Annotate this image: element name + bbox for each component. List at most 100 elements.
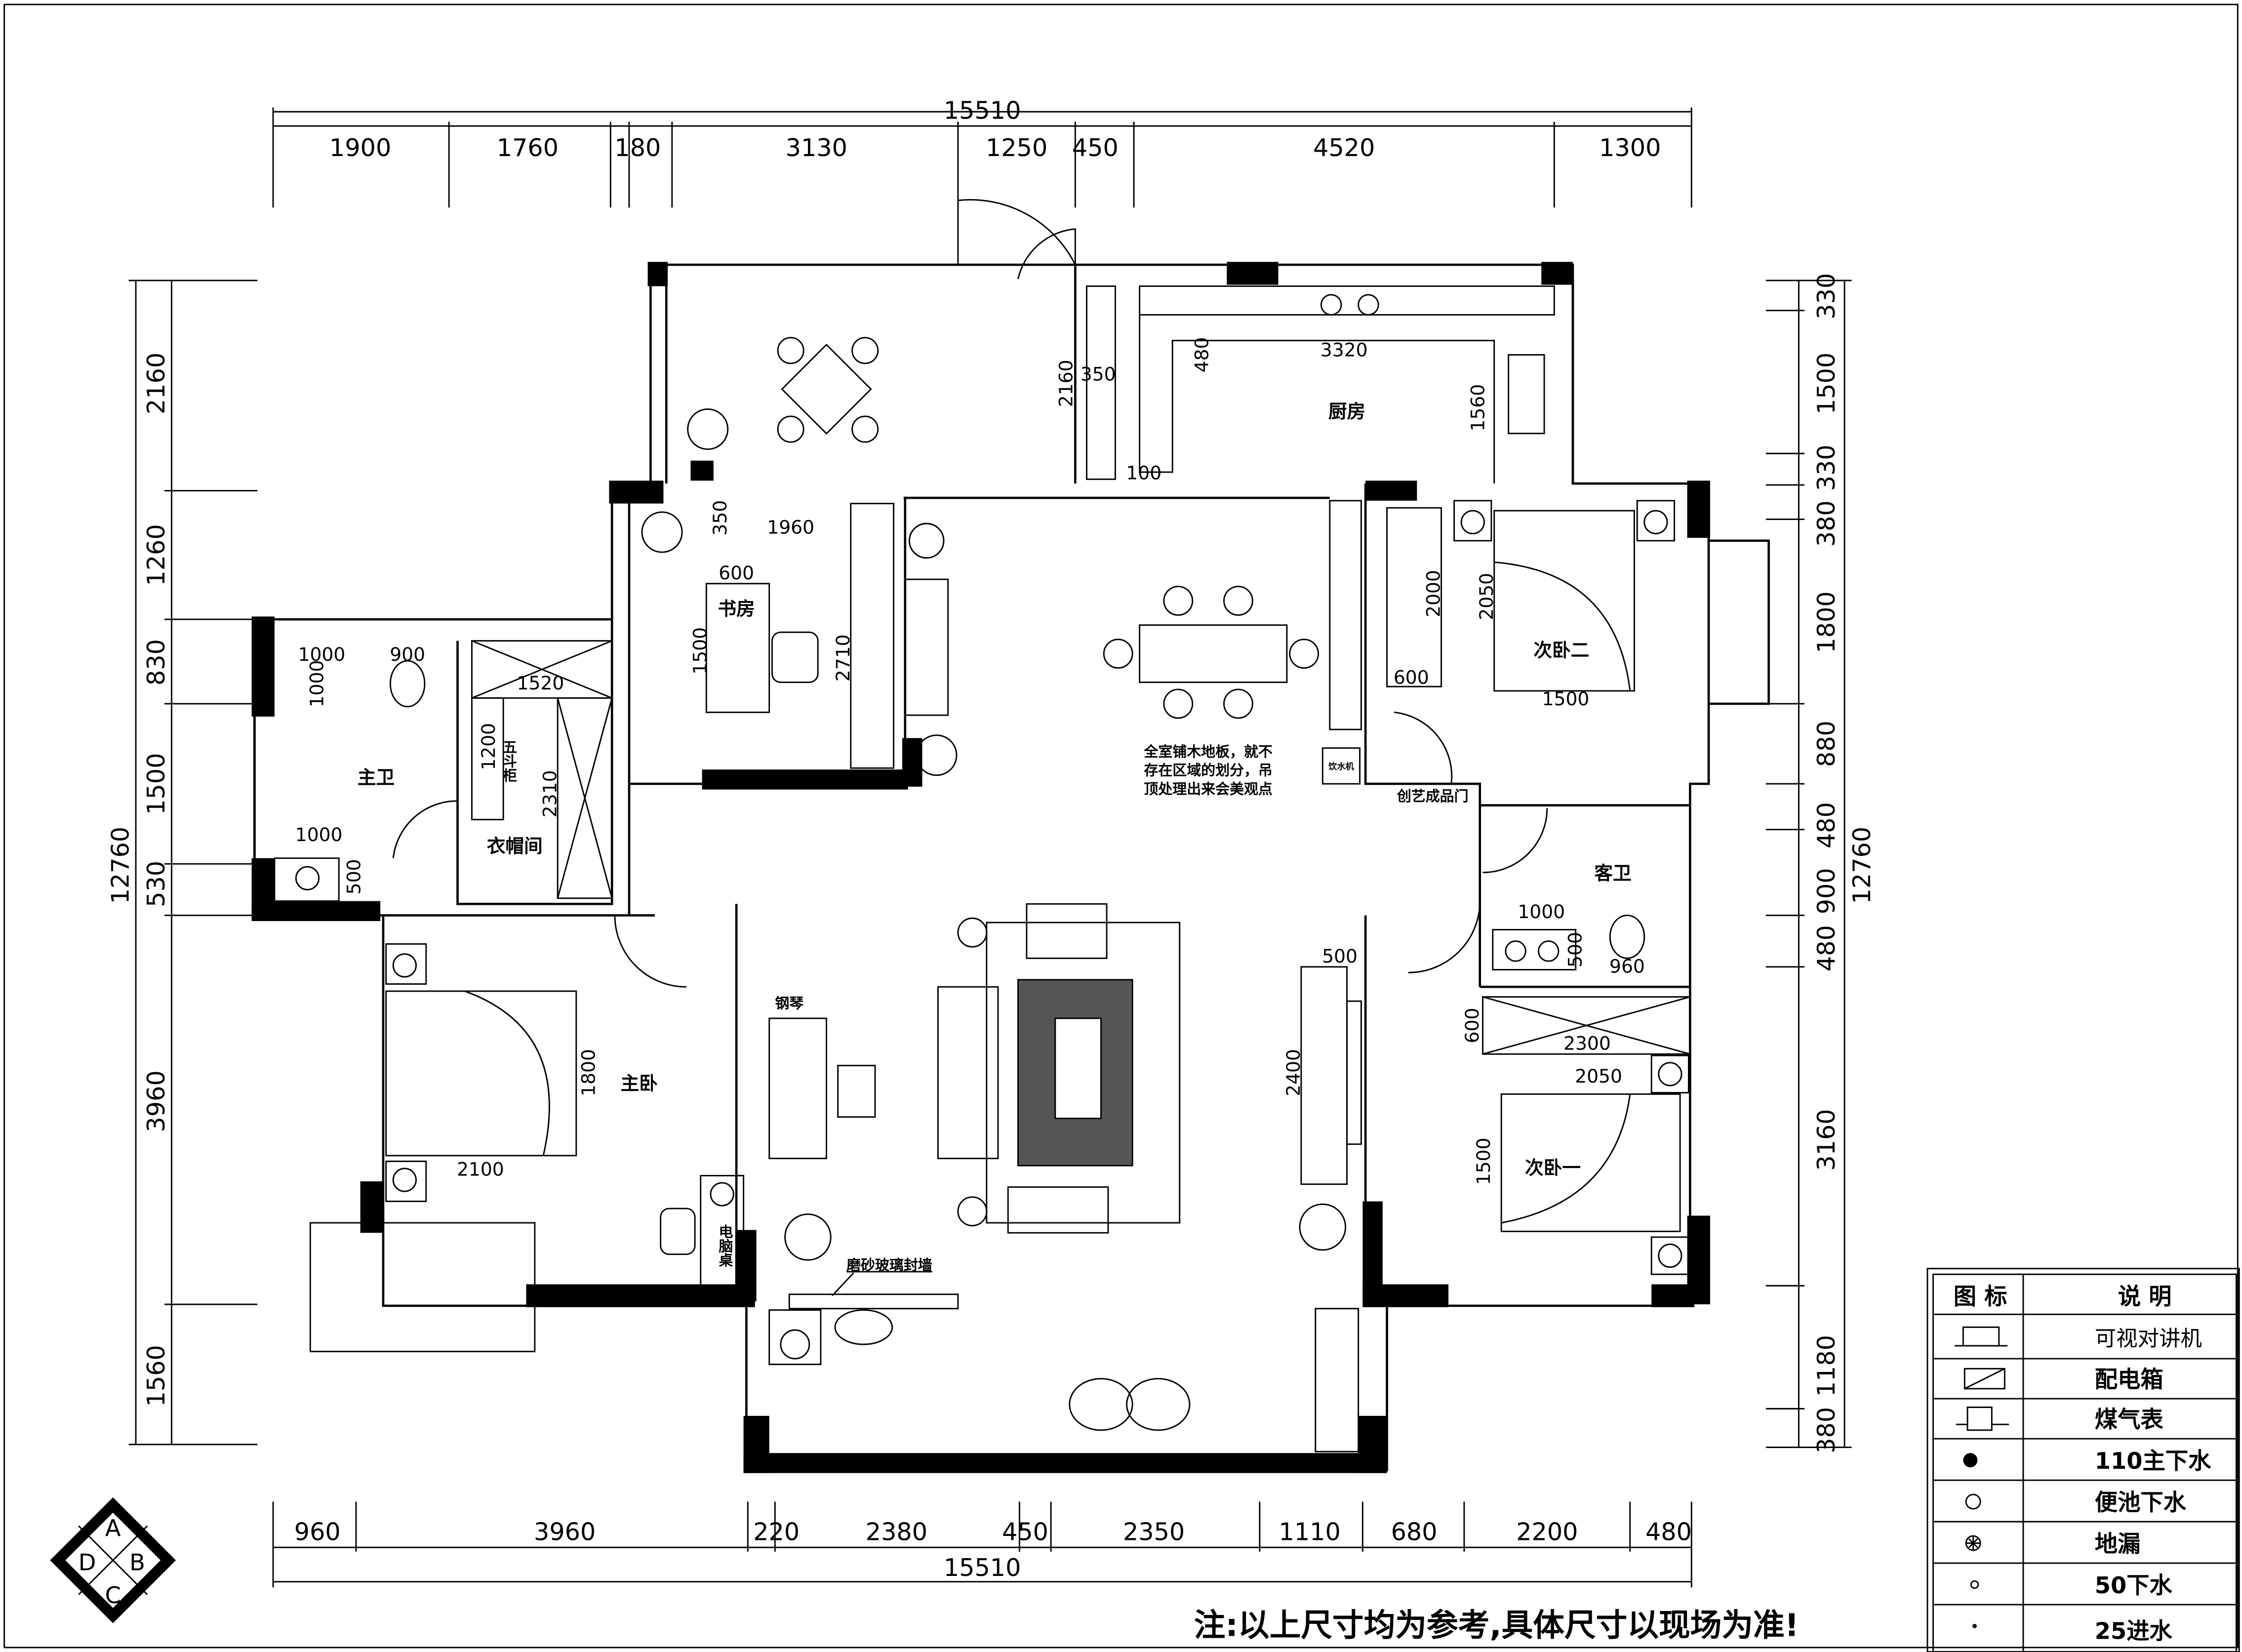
wardrobes xyxy=(471,500,1362,1452)
dim-bottom: 680 xyxy=(1391,1518,1438,1546)
dim-right: 330 xyxy=(1812,273,1841,320)
legend-label: 煤气表 xyxy=(2095,1406,2164,1433)
compass-icon: A B C D xyxy=(50,1497,176,1623)
dim-inner: 600 xyxy=(1394,666,1429,688)
label-kitchen: 厨房 xyxy=(1328,401,1365,422)
compass-label: C xyxy=(105,1582,121,1609)
walls xyxy=(251,199,1770,1473)
dim-inner: 2100 xyxy=(457,1158,504,1180)
dim-bottom: 2350 xyxy=(1123,1518,1185,1546)
dim-inner: 600 xyxy=(719,562,754,584)
right-dimensions: 330 1500 330 380 1800 880 480 900 480 31… xyxy=(1765,273,1876,1453)
dim-inner: 500 xyxy=(1564,932,1586,967)
dining-table-4 xyxy=(777,337,879,443)
dim-right: 900 xyxy=(1812,868,1841,914)
label-master-bedroom: 主卧 xyxy=(621,1073,658,1094)
dim-top-total: 15510 xyxy=(944,96,1021,125)
compass-label: D xyxy=(79,1549,96,1576)
dim-right: 1800 xyxy=(1812,591,1841,653)
floor-drain-icon xyxy=(1965,1535,1981,1551)
dim-inner: 960 xyxy=(1609,955,1645,977)
room-labels: 厨房 书房 主卫 衣帽间 五斗柜 次卧二 客卫 主卧 钢琴 电脑桌 次卧一 磨砂… xyxy=(358,401,1632,1296)
dim-bottom-total: 15510 xyxy=(944,1553,1021,1582)
dim-bottom: 2380 xyxy=(866,1518,927,1546)
legend-label: 25进水 xyxy=(2095,1618,2173,1645)
dim-right: 1500 xyxy=(1812,353,1841,414)
dim-inner: 1800 xyxy=(577,1049,599,1096)
dim-inner: 500 xyxy=(343,859,365,894)
bathroom-fixtures xyxy=(274,660,1645,970)
dim-left: 1560 xyxy=(142,1345,170,1407)
dim-bottom: 960 xyxy=(294,1518,341,1546)
drawing-border xyxy=(3,3,2239,1649)
dim-top: 1900 xyxy=(329,133,391,162)
design-note-line: 顶处理出来会美观点 xyxy=(1144,780,1273,797)
legend-label: 110主下水 xyxy=(2095,1448,2211,1474)
dim-right: 330 xyxy=(1812,444,1841,491)
legend-header-icon: 图 标 xyxy=(1954,1283,2007,1310)
legend-label: 地漏 xyxy=(2095,1531,2141,1557)
dim-bottom: 1110 xyxy=(1279,1518,1341,1546)
label-frosted-glass-wall: 磨砂玻璃封墙 xyxy=(846,1257,932,1274)
distribution-box-icon xyxy=(1963,1368,2005,1390)
kitchen-counter xyxy=(1086,285,1555,484)
balcony-fixtures xyxy=(768,1293,1323,1457)
label-master-bath: 主卫 xyxy=(358,766,395,788)
computer-desk xyxy=(660,1174,745,1288)
dim-inner: 1200 xyxy=(478,723,499,770)
dim-inner: 3320 xyxy=(1321,339,1368,361)
video-intercom-icon xyxy=(1955,1326,2008,1347)
gas-meter-icon xyxy=(1956,1407,2009,1431)
dim-left: 1260 xyxy=(142,524,170,586)
dim-bottom: 2200 xyxy=(1516,1518,1578,1546)
dim-inner: 1560 xyxy=(1467,384,1488,432)
label-bedroom2: 次卧二 xyxy=(1533,639,1589,661)
dim-inner: 480 xyxy=(1191,337,1213,373)
label-walk-in-closet: 衣帽间 xyxy=(487,835,543,857)
label-study: 书房 xyxy=(718,598,755,619)
toilet-drain-icon xyxy=(1965,1493,1981,1510)
dim-inner: 1960 xyxy=(767,516,814,538)
compass-label: B xyxy=(129,1549,145,1576)
dim-right: 380 xyxy=(1812,1407,1841,1453)
dim-left: 1500 xyxy=(142,753,170,814)
bedroom1-bed xyxy=(1482,996,1691,1275)
dim-top: 180 xyxy=(614,133,661,162)
dim-inner: 1500 xyxy=(689,627,711,675)
dim-bottom: 450 xyxy=(1002,1518,1048,1546)
label-water-dispenser: 饮水机 xyxy=(1328,762,1355,772)
dim-inner: 2400 xyxy=(1282,1049,1304,1096)
dim-inner: 2160 xyxy=(1055,360,1077,407)
dim-inner: 500 xyxy=(1322,945,1358,967)
piano xyxy=(768,1017,876,1160)
dim-top: 1250 xyxy=(986,133,1047,162)
dim-left-total: 12760 xyxy=(106,827,135,904)
dim-bottom: 3960 xyxy=(534,1518,596,1546)
left-dimensions: 2160 1260 830 1500 530 3960 1560 12760 xyxy=(106,280,258,1446)
dim-right: 480 xyxy=(1812,802,1841,848)
dim-top: 1300 xyxy=(1599,133,1661,162)
dim-inner: 2300 xyxy=(1563,1033,1611,1054)
dim-inner: 2710 xyxy=(832,634,854,682)
dim-inner: 2050 xyxy=(1476,573,1497,620)
dim-left: 3960 xyxy=(142,1070,170,1132)
study-desk xyxy=(705,523,949,716)
dim-right: 1180 xyxy=(1812,1335,1841,1397)
design-note-line: 全室铺木地板，就不 xyxy=(1143,743,1273,760)
dim-inner: 900 xyxy=(390,644,425,665)
design-note-line: 存在区域的划分，吊 xyxy=(1144,762,1272,779)
dim-right: 880 xyxy=(1812,721,1841,767)
dim-right: 3160 xyxy=(1812,1109,1841,1170)
dim-left: 830 xyxy=(142,639,170,685)
dim-inner: 1000 xyxy=(298,644,346,665)
legend-header-desc: 说 明 xyxy=(2118,1283,2172,1310)
dim-inner: 1000 xyxy=(306,660,327,708)
dim-top: 3130 xyxy=(786,133,847,162)
legend-label: 可视对讲机 xyxy=(2095,1327,2202,1351)
dim-inner: 2000 xyxy=(1423,570,1444,617)
label-dresser: 五斗柜 xyxy=(501,739,518,782)
dim-top: 1760 xyxy=(497,133,559,162)
dim-inner: 350 xyxy=(709,500,731,536)
legend-label: 便池下水 xyxy=(2095,1489,2187,1516)
